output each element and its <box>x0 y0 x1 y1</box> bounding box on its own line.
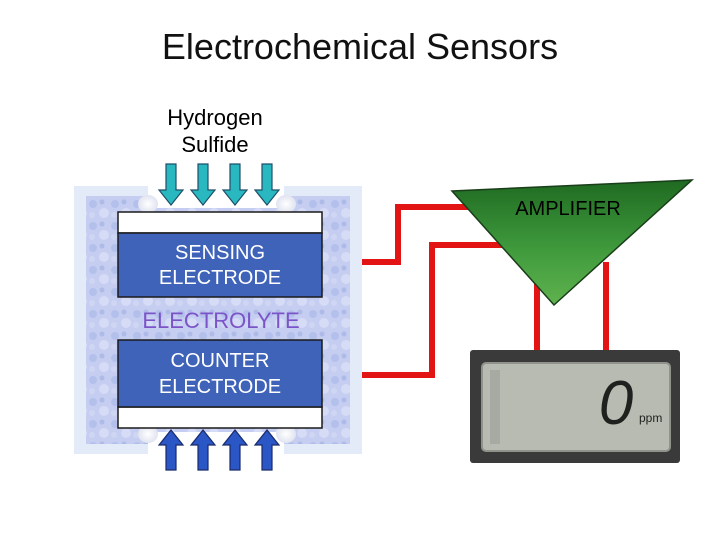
counter-electrode: COUNTER ELECTRODE <box>117 339 323 408</box>
lcd-display: 0 ppm <box>470 350 680 463</box>
inlet-arrow <box>221 163 249 206</box>
lcd-screen <box>481 362 671 452</box>
gas-label-line1: Hydrogen <box>167 105 263 130</box>
counter-electrode-label-line2: ELECTRODE <box>159 376 281 398</box>
page-title: Electrochemical Sensors <box>161 26 559 67</box>
outlet-arrows <box>157 429 281 471</box>
membrane-bottom <box>117 406 323 429</box>
lcd-unit: ppm <box>639 411 662 425</box>
amplifier: AMPLIFIER <box>450 179 695 307</box>
lcd-reading: 0 <box>599 369 633 438</box>
sensing-electrode-label-line1: SENSING <box>175 242 265 264</box>
amplifier-label: AMPLIFIER <box>515 198 621 220</box>
outlet-arrow <box>253 429 281 471</box>
gas-label: Hydrogen Sulfide <box>140 104 290 158</box>
membrane-top <box>117 211 323 234</box>
counter-wire <box>322 242 531 378</box>
inlet-arrows <box>157 163 281 206</box>
outlet-arrow <box>189 429 217 471</box>
sensing-electrode-label-line2: ELECTRODE <box>159 267 281 289</box>
electrolyte-label: ELECTROLYTE <box>142 308 299 333</box>
outlet-arrow <box>157 429 185 471</box>
amplifier-triangle <box>450 179 695 307</box>
inlet-arrow <box>253 163 281 206</box>
gas-label-line2: Sulfide <box>181 132 249 157</box>
inlet-arrow <box>189 163 217 206</box>
sensing-electrode: SENSING ELECTRODE <box>117 232 323 298</box>
outlet-arrow <box>221 429 249 471</box>
counter-electrode-label-line1: COUNTER <box>171 350 270 372</box>
inlet-arrow <box>157 163 185 206</box>
